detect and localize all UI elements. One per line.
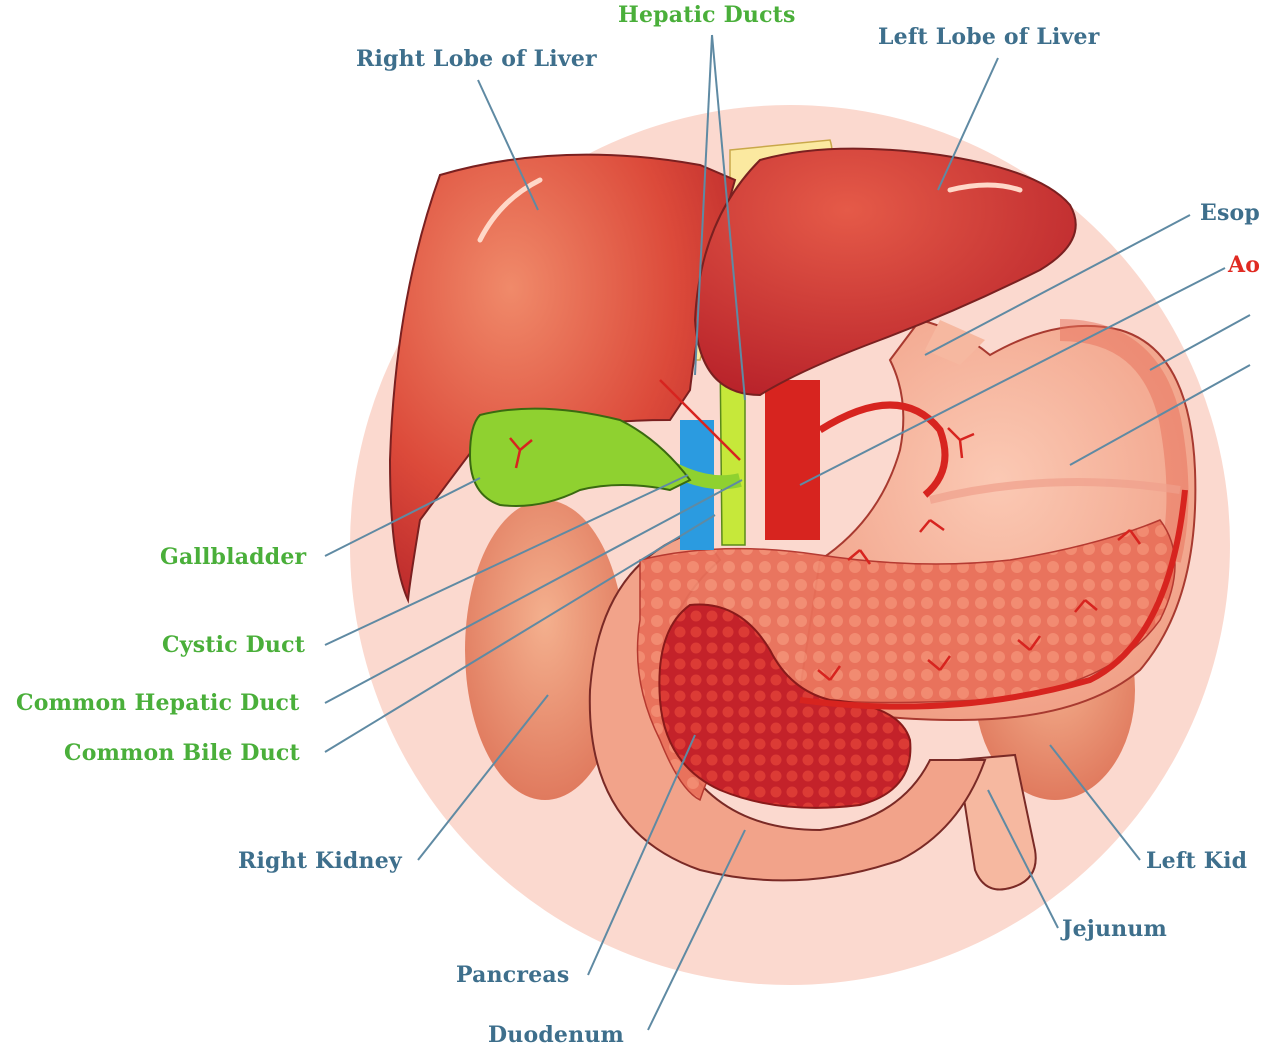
label-common-bile-duct: Common Bile Duct <box>64 742 300 764</box>
label-hepatic-ducts: Hepatic Ducts <box>618 4 796 26</box>
label-duodenum: Duodenum <box>488 1024 624 1046</box>
label-cystic-duct: Cystic Duct <box>162 634 305 656</box>
aorta-shape <box>765 380 820 540</box>
label-common-hepatic-duct: Common Hepatic Duct <box>16 692 300 714</box>
label-right-kidney: Right Kidney <box>238 850 402 872</box>
label-aorta: Ao <box>1228 254 1260 276</box>
label-left-kidney: Left Kid <box>1146 850 1247 872</box>
label-right-lobe-of-liver: Right Lobe of Liver <box>356 48 597 70</box>
label-esophagus: Esop <box>1200 202 1260 224</box>
label-jejunum: Jejunum <box>1062 918 1167 940</box>
label-left-lobe-of-liver: Left Lobe of Liver <box>878 26 1100 48</box>
label-pancreas: Pancreas <box>456 964 569 986</box>
label-gallbladder: Gallbladder <box>160 546 306 568</box>
